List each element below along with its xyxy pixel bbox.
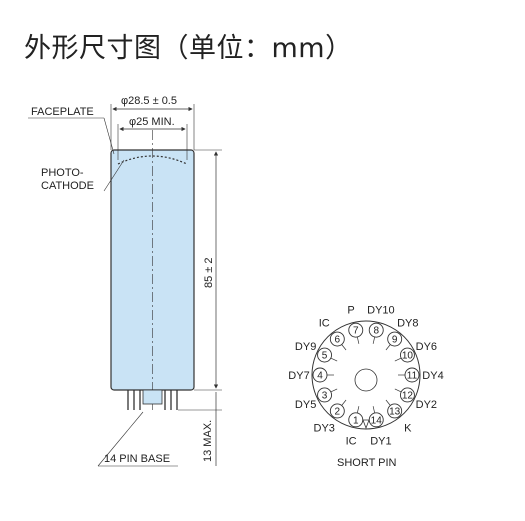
pin-number-8: 8 <box>373 326 379 337</box>
pin-name-8: DY10 <box>367 305 395 317</box>
base-block <box>142 389 163 405</box>
pin-number-4: 4 <box>317 371 323 382</box>
pin-name-10: DY6 <box>416 341 437 353</box>
pin-circle-7 <box>348 322 364 338</box>
pin-circle-2 <box>329 403 345 419</box>
pin-number-3: 3 <box>322 390 328 401</box>
faceplate-label: FACEPLATE <box>31 106 94 118</box>
pin-number-11: 11 <box>407 371 418 382</box>
pin-name-6: IC <box>319 318 330 330</box>
short-pin-label: SHORT PIN <box>337 457 397 469</box>
short-pin-marker <box>362 419 370 430</box>
pin-name-11: DY4 <box>422 370 443 382</box>
length-label: 85 ± 2 <box>203 257 215 288</box>
pin-number-12: 12 <box>402 390 414 401</box>
pin-circle-3 <box>317 387 333 403</box>
page-title: 外形尺寸图（单位：mm） <box>24 33 353 64</box>
tube-drawing: φ28.5 ± 0.5 φ25 MIN. FACEPLATE PHOTO- CA… <box>28 95 222 467</box>
pin-circle-13 <box>387 403 403 419</box>
pin-circle-9 <box>387 331 403 347</box>
pin-name-1: IC <box>346 435 357 447</box>
base-center-circle <box>354 368 378 392</box>
pin-circle-4 <box>312 367 328 383</box>
pin-number-14: 14 <box>371 415 383 426</box>
pin-name-4: DY7 <box>288 370 309 382</box>
pin-circle-12 <box>399 387 415 403</box>
pin-circle-11 <box>404 367 420 383</box>
pin-number-1: 1 <box>353 415 359 426</box>
pin-number-13: 13 <box>389 406 401 417</box>
base-pins <box>127 390 178 410</box>
pin-circle-10 <box>399 347 415 363</box>
photocathode-label-1: PHOTO- <box>41 167 84 179</box>
pin-number-6: 6 <box>335 335 341 346</box>
pin-name-14: DY1 <box>370 435 391 447</box>
pin-number-10: 10 <box>402 351 414 362</box>
base-label: 14 PIN BASE <box>104 453 170 465</box>
pin-circle-5 <box>317 347 333 363</box>
inner-diameter-label: φ25 MIN. <box>129 116 175 128</box>
pin-name-12: DY2 <box>416 399 437 411</box>
pin-name-13: K <box>404 422 412 434</box>
photocathode-label-2: CATHODE <box>41 180 94 192</box>
pin-number-2: 2 <box>335 406 341 417</box>
pin-name-2: DY3 <box>314 422 335 434</box>
pin-number-9: 9 <box>392 335 398 346</box>
pin-number-5: 5 <box>322 351 328 362</box>
outer-diameter-label: φ28.5 ± 0.5 <box>121 95 177 107</box>
pin-name-7: P <box>347 305 354 317</box>
base-length-label: 13 MAX. <box>202 420 214 462</box>
pin-circle-6 <box>329 331 345 347</box>
pin-name-9: DY8 <box>397 318 418 330</box>
pin-circle-8 <box>368 322 384 338</box>
pin-number-7: 7 <box>353 326 359 337</box>
pin-diagram: 1IC2DY33DY54DY75DY96IC7P8DY109DY810DY611… <box>288 305 443 469</box>
photocathode-arc <box>117 155 188 165</box>
pin-name-5: DY9 <box>295 341 316 353</box>
pin-name-3: DY5 <box>295 399 316 411</box>
pin-group: 1IC2DY33DY54DY75DY96IC7P8DY109DY810DY611… <box>288 305 443 448</box>
